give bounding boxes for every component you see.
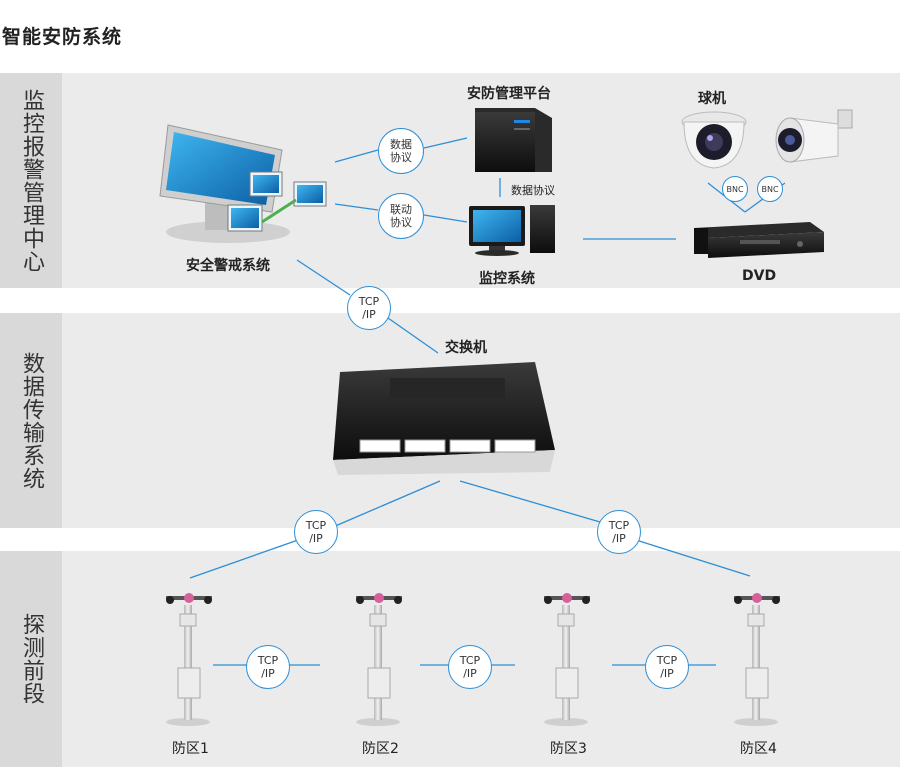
dvd-label: DVD <box>742 268 777 284</box>
band-label-text: 数据传输系统 <box>19 351 44 490</box>
band-label-text: 监控报警管理中心 <box>19 88 44 273</box>
platform-server-illustration <box>475 108 552 172</box>
band-label-transmission: 数据传输系统 <box>0 313 62 528</box>
alarm-system-label: 安全警戒系统 <box>186 258 270 274</box>
tcp-ip-bubble-zone-1-2: TCP /IP <box>246 645 290 689</box>
dome-camera-illustration <box>681 111 747 169</box>
bubble-line: /IP <box>309 532 323 545</box>
bubble-line: TCP <box>608 519 630 532</box>
bubble-line: /IP <box>362 308 376 321</box>
bubble-line: TCP <box>257 654 279 667</box>
detector-pole-4 <box>734 593 780 726</box>
monitor-pc-illustration <box>469 205 555 256</box>
alarm-system-illustration <box>159 124 327 243</box>
zone-label-1: 防区1 <box>172 741 209 757</box>
zone-label-2: 防区2 <box>362 741 399 757</box>
band-label-detection: 探测前段 <box>0 551 62 767</box>
tcp-ip-bubble-left: TCP /IP <box>294 510 338 554</box>
bnc-bubble-bullet: BNC <box>757 176 783 202</box>
bubble-line: 协议 <box>390 151 412 164</box>
bubble-line: /IP <box>660 667 674 680</box>
band-label-text: 探测前段 <box>19 613 44 705</box>
bnc-bubble-dome: BNC <box>722 176 748 202</box>
bubble-line: BNC <box>761 184 779 194</box>
network-switch-illustration <box>333 362 555 475</box>
bubble-line: BNC <box>726 184 744 194</box>
data-protocol-side-label: 数据协议 <box>511 184 555 197</box>
link-protocol-bubble: 联动 协议 <box>378 193 424 239</box>
tcp-ip-bubble-zone-3-4: TCP /IP <box>645 645 689 689</box>
connection-lines <box>189 137 786 666</box>
tcp-ip-bubble-right: TCP /IP <box>597 510 641 554</box>
detector-pole-1 <box>166 593 212 726</box>
dvd-recorder-illustration <box>694 222 824 258</box>
switch-label: 交换机 <box>445 340 487 356</box>
bubble-line: TCP <box>459 654 481 667</box>
bubble-line: /IP <box>261 667 275 680</box>
detector-pole-3 <box>544 593 590 726</box>
bullet-camera-illustration <box>775 109 853 163</box>
camera-label: 球机 <box>698 91 726 107</box>
bubble-line: 联动 <box>390 203 412 216</box>
zone-label-3: 防区3 <box>550 741 587 757</box>
bubble-line: 协议 <box>390 216 412 229</box>
detector-pole-2 <box>356 593 402 726</box>
bubble-line: TCP <box>305 519 327 532</box>
bubble-line: 数据 <box>390 138 412 151</box>
bubble-line: /IP <box>612 532 626 545</box>
bubble-line: TCP <box>358 295 380 308</box>
platform-label: 安防管理平台 <box>467 86 551 102</box>
tcp-ip-bubble-center-switch: TCP /IP <box>347 286 391 330</box>
zone-label-4: 防区4 <box>740 741 777 757</box>
band-label-monitoring: 监控报警管理中心 <box>0 73 62 288</box>
data-protocol-bubble: 数据 协议 <box>378 128 424 174</box>
bubble-line: /IP <box>463 667 477 680</box>
page-title: 智能安防系统 <box>2 26 123 48</box>
tcp-ip-bubble-zone-2-3: TCP /IP <box>448 645 492 689</box>
monitor-system-label: 监控系统 <box>479 271 535 287</box>
bubble-line: TCP <box>656 654 678 667</box>
